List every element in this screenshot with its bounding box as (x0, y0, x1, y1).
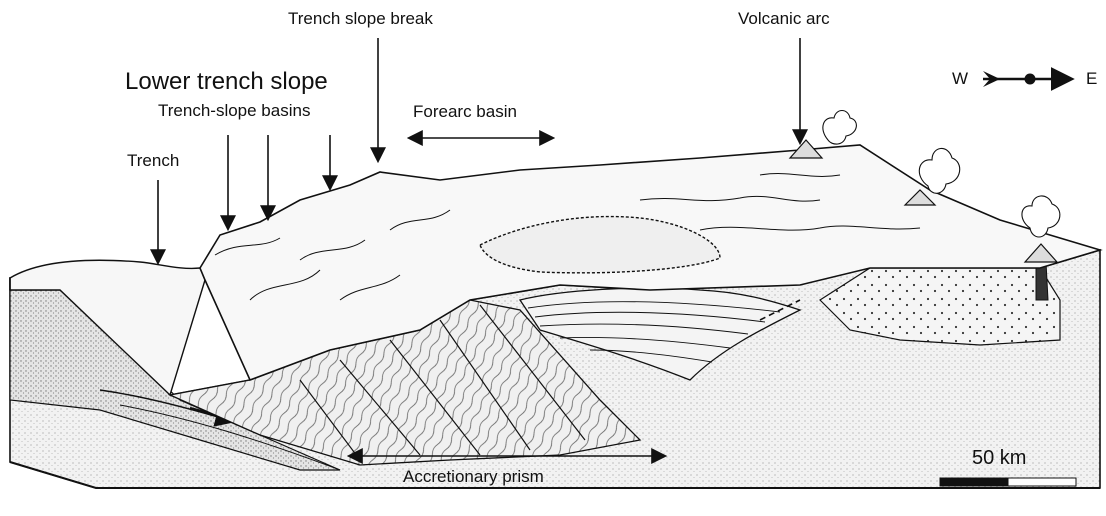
accretionary-prism-label: Accretionary prism (403, 468, 544, 485)
trench-label: Trench (127, 152, 179, 169)
volcano-plume-1 (823, 111, 857, 145)
volcanic-arc-label: Volcanic arc (738, 10, 830, 27)
trench-slope-basins-label: Trench-slope basins (158, 102, 310, 119)
trench-slope-break-label: Trench slope break (288, 10, 433, 27)
compass-dot-icon (1025, 74, 1036, 85)
scale-bar-white (1008, 478, 1076, 486)
scale-bar-black (940, 478, 1008, 486)
compass-west-label: W (952, 70, 968, 87)
lower-trench-slope-label: Lower trench slope (125, 70, 328, 94)
compass-east-label: E (1086, 70, 1097, 87)
scale-bar-label: 50 km (972, 448, 1026, 468)
forearc-basin-label: Forearc basin (413, 103, 517, 120)
